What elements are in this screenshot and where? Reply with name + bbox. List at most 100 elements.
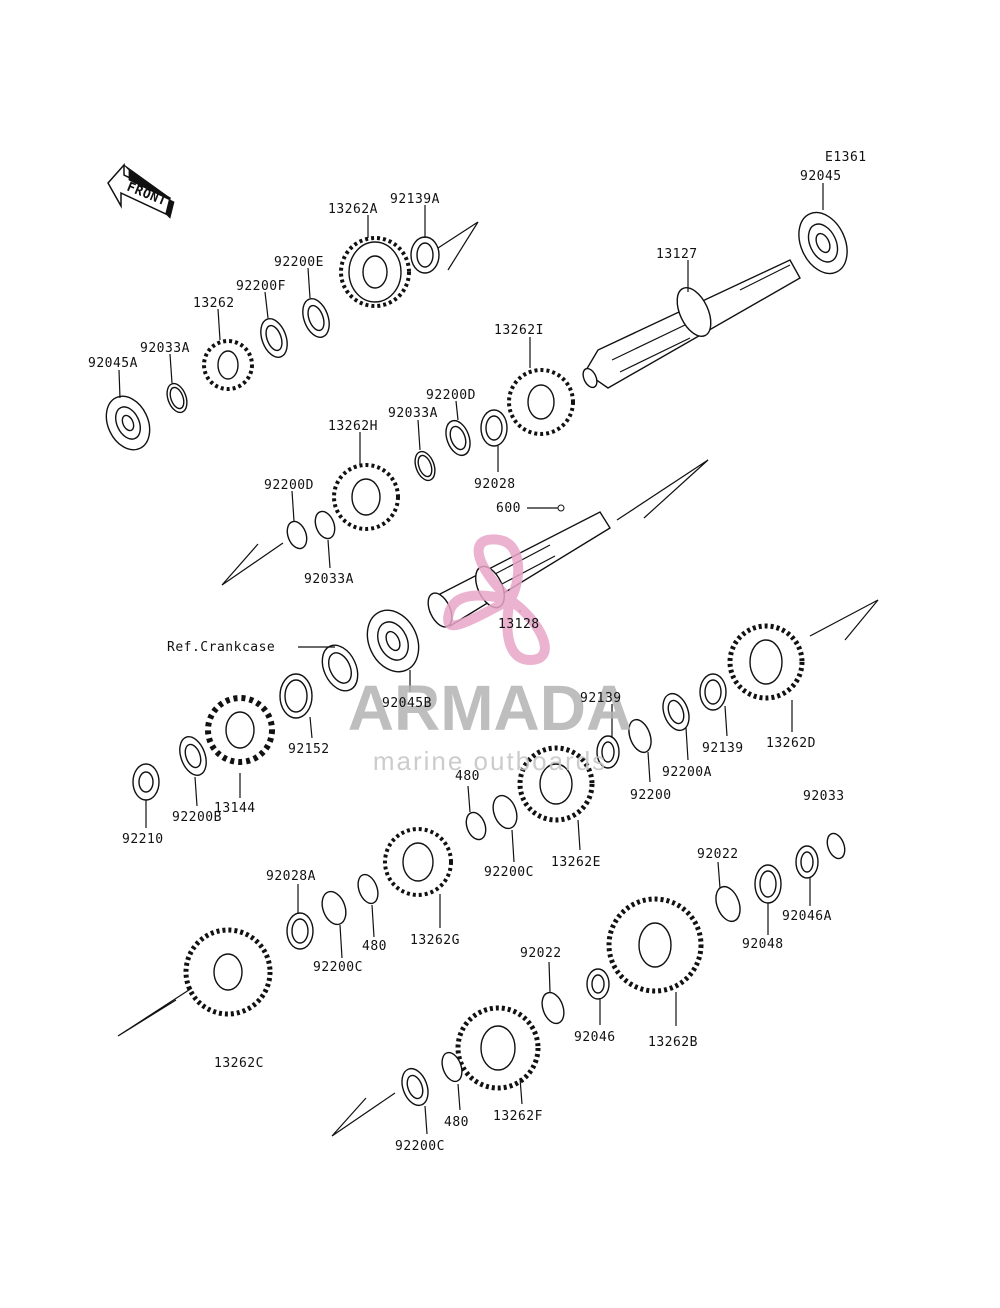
label-480-a: 480	[455, 769, 480, 784]
label-92028: 92028	[474, 477, 516, 492]
front-direction-arrow: FRONT	[107, 163, 175, 219]
label-92152: 92152	[288, 742, 330, 757]
label-92200C-b: 92200C	[313, 960, 363, 975]
circlip-480-a	[465, 811, 487, 841]
washer-92200D-mid	[445, 419, 471, 457]
label-13262G: 13262G	[410, 933, 460, 948]
collar-92048	[754, 864, 782, 904]
needle-bearing-92046	[586, 968, 610, 1000]
needle-bearing-92139A	[410, 236, 440, 274]
circlip-92033A-mid	[414, 450, 436, 482]
gear-13262B	[606, 896, 704, 994]
label-92139-mid: 92139	[580, 691, 622, 706]
label-600: 600	[496, 501, 521, 516]
shaft-13127	[582, 259, 801, 389]
label-92200B: 92200B	[172, 810, 222, 825]
washer-92200E	[302, 298, 330, 338]
circlip-92033	[826, 832, 846, 860]
label-13262A: 13262A	[328, 202, 378, 217]
washer-92200	[628, 718, 652, 754]
label-13262D: 13262D	[766, 736, 816, 751]
label-92048: 92048	[742, 937, 784, 952]
label-92033: 92033	[803, 789, 845, 804]
label-92210: 92210	[122, 832, 164, 847]
washer-92022-right	[715, 885, 741, 923]
gear-13262E	[517, 745, 595, 823]
gear-13262I	[507, 368, 575, 436]
label-92045: 92045	[800, 169, 842, 184]
label-92022-right: 92022	[697, 847, 739, 862]
nut-92210	[132, 763, 160, 801]
label-92200C-a: 92200C	[484, 865, 534, 880]
gear-13262F	[455, 1005, 541, 1091]
gear-13262C	[183, 927, 273, 1017]
part-labels: 92045 13127 13262A 92139A 92200E 92200F …	[88, 169, 845, 1154]
label-92200C-c: 92200C	[395, 1139, 445, 1154]
label-92046A: 92046A	[782, 909, 832, 924]
circlip-92033A-upper	[166, 382, 188, 414]
label-13262B: 13262B	[648, 1035, 698, 1050]
label-13127: 13127	[656, 247, 698, 262]
label-13262E: 13262E	[551, 855, 601, 870]
armada-watermark: ARMADA marine outboards	[348, 534, 632, 776]
propeller-logo	[443, 534, 550, 666]
washer-92200C-c	[401, 1067, 429, 1107]
label-13262I: 13262I	[494, 323, 544, 338]
watermark-tagline: marine outboards	[373, 746, 607, 776]
sprocket-13144	[205, 695, 275, 765]
washer-92200C-b	[321, 890, 347, 926]
label-13262: 13262	[193, 296, 235, 311]
oil-seal-crankcase	[321, 644, 359, 692]
washer-92200F	[260, 318, 288, 358]
label-92033A-lower: 92033A	[304, 572, 354, 587]
label-92139A: 92139A	[390, 192, 440, 207]
washer-92200B	[179, 736, 207, 776]
needle-bearing-92046A	[795, 845, 819, 879]
label-480-c: 480	[444, 1115, 469, 1130]
washer-92200A	[662, 692, 690, 732]
collar-92152	[279, 673, 313, 719]
label-92200D-mid: 92200D	[426, 388, 476, 403]
label-92200: 92200	[630, 788, 672, 803]
label-92200D-lower: 92200D	[264, 478, 314, 493]
label-92045A: 92045A	[88, 356, 138, 371]
label-92033A-upper: 92033A	[140, 341, 190, 356]
needle-bearing-92139-mid	[596, 735, 620, 769]
label-13262C: 13262C	[214, 1056, 264, 1071]
label-92200E: 92200E	[274, 255, 324, 270]
bearing-92045	[798, 211, 848, 275]
diagram-code: E1361	[825, 150, 867, 165]
bearing-92045B	[366, 609, 420, 673]
label-92200A: 92200A	[662, 765, 712, 780]
circlip-92033A-lower	[314, 510, 336, 540]
washer-92022-lower	[541, 991, 565, 1025]
label-92200F: 92200F	[236, 279, 286, 294]
gear-13262H	[332, 463, 400, 531]
label-ref-crankcase: Ref.Crankcase	[167, 640, 275, 655]
bush-92028A	[286, 912, 314, 950]
bearing-92045A	[105, 395, 151, 451]
label-13262F: 13262F	[493, 1109, 543, 1124]
label-480-b: 480	[362, 939, 387, 954]
bush-92028	[480, 409, 508, 447]
gear-13262G	[383, 827, 453, 897]
needle-bearing-92139-right	[699, 673, 727, 711]
circlip-480-b	[357, 873, 379, 905]
label-13128: 13128	[498, 617, 540, 632]
label-92045B: 92045B	[382, 696, 432, 711]
label-92028A: 92028A	[266, 869, 316, 884]
gear-13262A	[339, 236, 411, 308]
washer-92200D-lower	[286, 520, 308, 550]
label-92139-right: 92139	[702, 741, 744, 756]
label-92046: 92046	[574, 1030, 616, 1045]
watermark-brand: ARMADA	[348, 672, 632, 744]
gear-13262	[202, 339, 254, 391]
gear-13262D	[727, 623, 805, 701]
label-92022-lower: 92022	[520, 946, 562, 961]
label-13262H: 13262H	[328, 419, 378, 434]
label-92033A-mid: 92033A	[388, 406, 438, 421]
washer-92200C-a	[492, 794, 518, 830]
circlip-480-c	[441, 1051, 463, 1083]
label-13144: 13144	[214, 801, 256, 816]
